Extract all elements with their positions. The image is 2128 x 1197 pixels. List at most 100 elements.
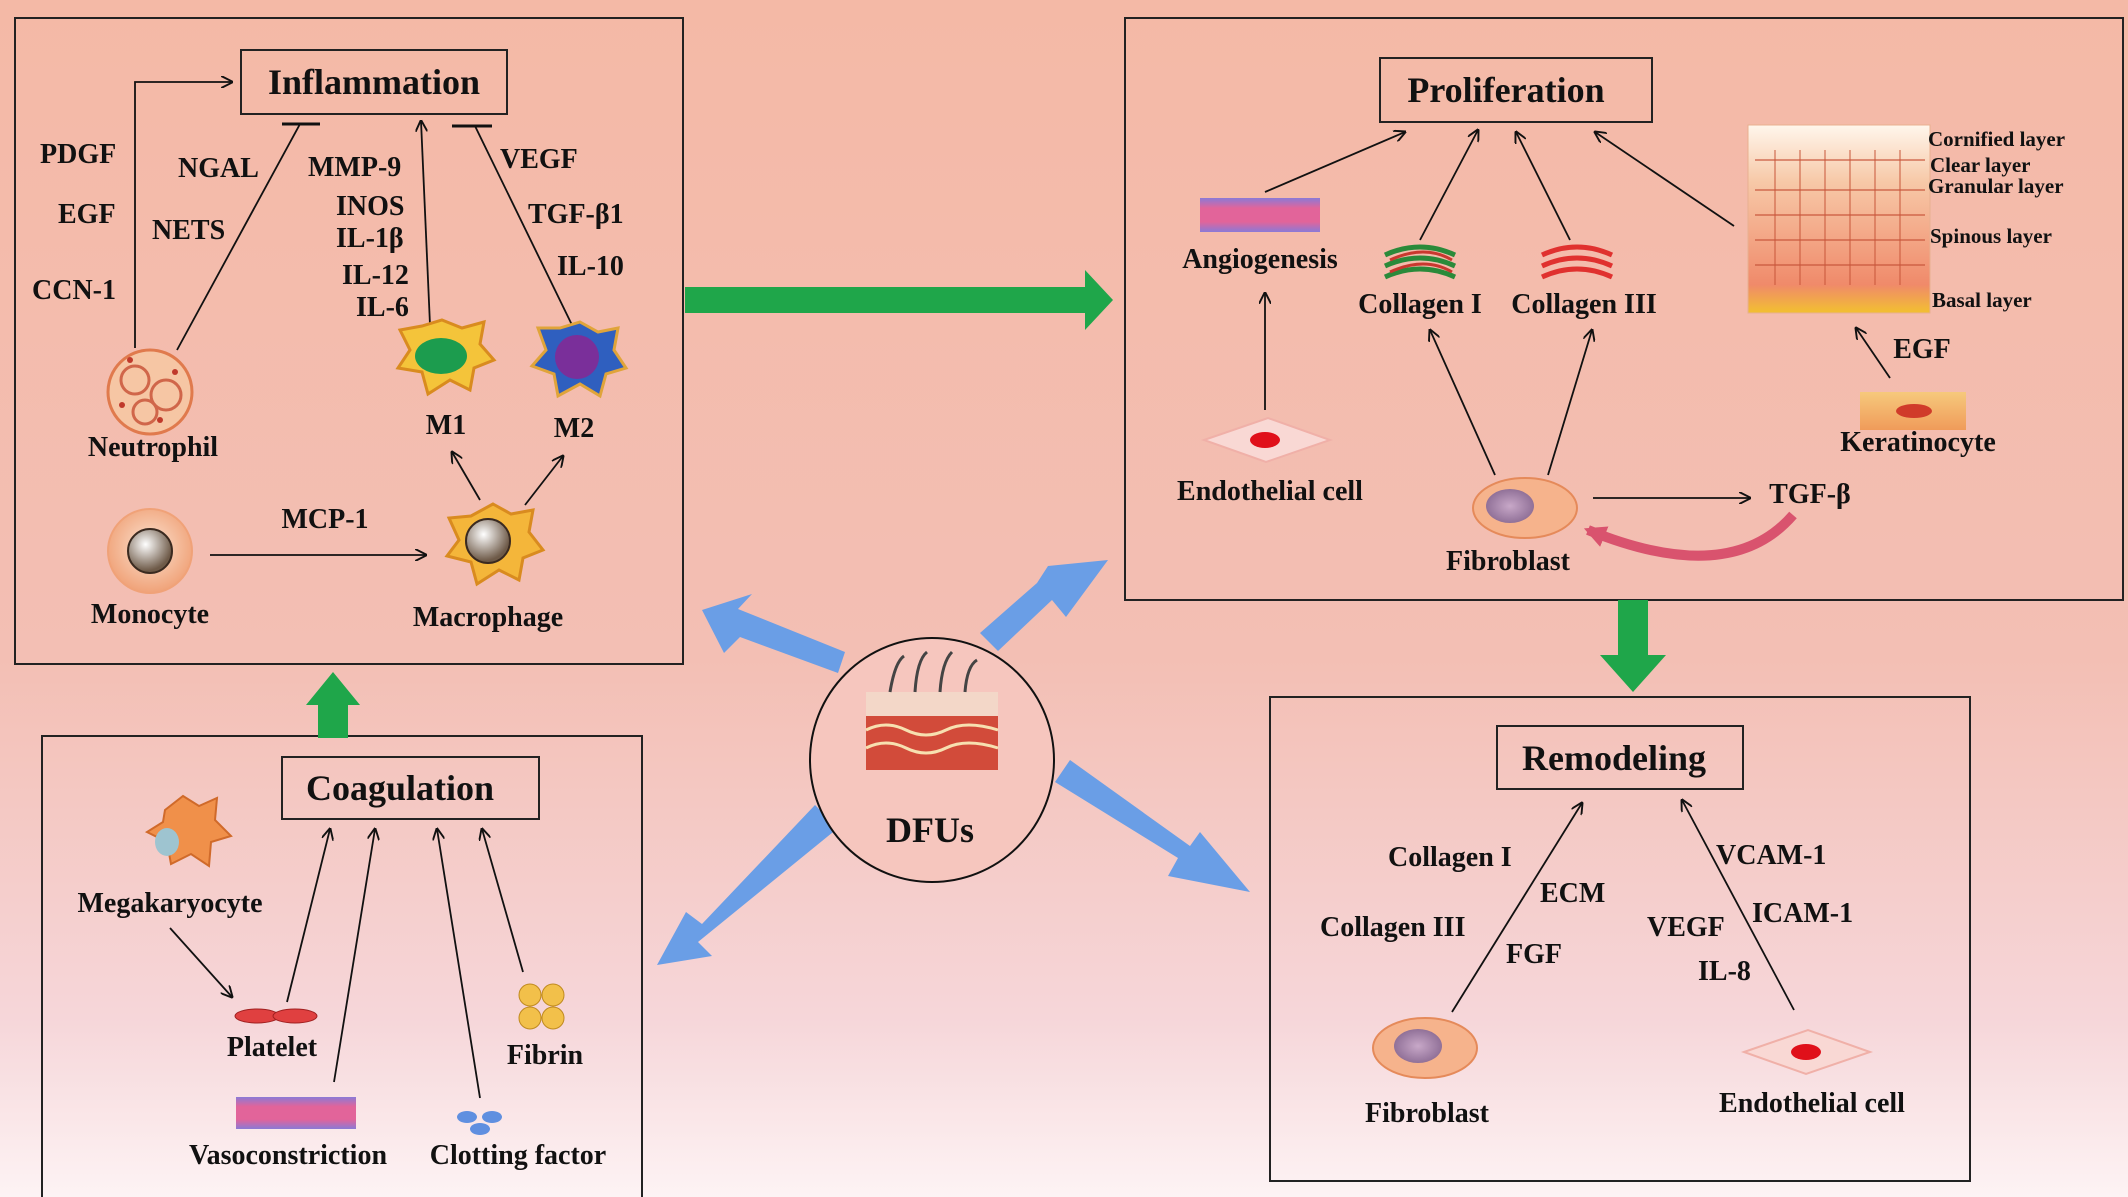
factor-ngal: NGAL	[178, 153, 259, 184]
clotting-factor-label: Clotting factor	[430, 1140, 607, 1171]
remodel-factor-fgf: FGF	[1506, 939, 1562, 970]
arrow-proliferation-to-remodeling	[1600, 600, 1666, 692]
endothelial-label: Endothelial cell	[1177, 476, 1363, 507]
blue-arrow-to-inflammation	[702, 594, 845, 673]
arrow-collagen1-proliferation	[1419, 130, 1478, 241]
factor-il1b: IL-1β	[336, 223, 404, 254]
remodel-fibroblast-icon	[1372, 1017, 1478, 1079]
factor-nets: NETS	[152, 215, 225, 246]
arrow-neutrophil-inflammation	[134, 82, 232, 348]
arrow-fibroblast-remodeling	[1451, 803, 1582, 1013]
keratinocyte-label: Keratinocyte	[1840, 427, 1996, 458]
factor-egf: EGF	[58, 199, 116, 230]
blue-arrow-to-proliferation	[980, 560, 1108, 651]
factor-il10: IL-10	[557, 251, 624, 282]
coagulation-title-box	[281, 756, 540, 820]
platelet-icon	[234, 1008, 318, 1024]
proliferation-title-box	[1379, 57, 1653, 123]
arrow-skin-proliferation	[1595, 132, 1735, 227]
tgfb-label: TGF-β	[1769, 479, 1851, 510]
blue-arrow-to-remodeling	[1055, 760, 1250, 892]
remodel-factor-il8: IL-8	[1698, 956, 1751, 987]
m1-label: M1	[426, 410, 466, 441]
factor-vegf: VEGF	[500, 144, 578, 175]
collagen1-label: Collagen I	[1358, 289, 1482, 320]
inflammation-title-box	[240, 49, 508, 115]
remodel-factor-vcam1: VCAM-1	[1716, 840, 1826, 871]
arrow-m1-inflammation	[421, 121, 431, 326]
arrow-angiogenesis-proliferation	[1264, 132, 1405, 193]
neutrophil-label: Neutrophil	[88, 432, 218, 463]
inhibit-line-nets	[176, 123, 301, 351]
endothelial-cell-icon	[1200, 416, 1334, 464]
fibrin-icon	[518, 983, 565, 1030]
skin-layer-cornified: Cornified layer	[1928, 127, 2065, 151]
remodel-fibroblast-label: Fibroblast	[1365, 1098, 1490, 1129]
skin-layers-icon	[1747, 124, 1931, 314]
egf-label: EGF	[1893, 334, 1951, 365]
arrow-vasoconstriction-coagulation	[333, 829, 375, 1083]
arrow-endothelial-remodeling	[1682, 800, 1795, 1011]
arrow-platelet-coagulation	[286, 829, 330, 1003]
arrow-megakaryocyte-platelet	[169, 927, 232, 997]
macrophage-cell-icon	[444, 502, 546, 587]
factor-mmp9: MMP-9	[308, 152, 401, 183]
factor-pdgf: PDGF	[40, 139, 116, 170]
neutrophil-cell-icon	[106, 348, 194, 436]
factor-inos: INOS	[336, 191, 404, 222]
clotting-factor-icon	[457, 1111, 502, 1135]
proliferation-title: Proliferation	[1407, 70, 1604, 110]
angiogenesis-label: Angiogenesis	[1182, 244, 1338, 275]
vasoconstriction-label: Vasoconstriction	[189, 1140, 388, 1171]
arrow-keratinocyte-skin	[1856, 328, 1891, 379]
arrow-clotting-coagulation	[437, 829, 481, 1099]
macrophage-label: Macrophage	[413, 602, 563, 633]
arrow-macrophage-m2	[524, 456, 563, 506]
remodel-factor-ecm: ECM	[1540, 878, 1605, 909]
collagen1-icon	[1383, 244, 1457, 280]
remodeling-title-box	[1496, 725, 1744, 790]
megakaryocyte-label: Megakaryocyte	[77, 888, 262, 919]
m2-label: M2	[554, 413, 594, 444]
remodel-factor-vegf: VEGF	[1647, 912, 1725, 943]
factor-il12: IL-12	[342, 260, 409, 291]
angiogenesis-vessel-icon	[1200, 198, 1320, 232]
monocyte-cell-icon	[107, 508, 193, 594]
arrow-macrophage-m1	[452, 452, 481, 501]
mcp1-label: MCP-1	[281, 504, 368, 535]
remodel-factor-collagen3: Collagen III	[1320, 912, 1465, 943]
inflammation-panel	[14, 17, 684, 665]
megakaryocyte-cell-icon	[144, 794, 233, 868]
inflammation-title: Inflammation	[268, 62, 480, 102]
arrow-coagulation-to-inflammation	[306, 672, 360, 738]
blue-arrow-to-coagulation	[657, 805, 838, 965]
skin-layer-basal: Basal layer	[1932, 288, 2032, 312]
skin-layer-clear: Clear layer	[1930, 153, 2031, 177]
keratinocyte-cell-icon	[1860, 392, 1966, 430]
factor-ccn1: CCN-1	[32, 275, 116, 306]
feedback-arrow-tgfb-fibroblast	[1583, 511, 1797, 561]
remodel-factor-collagen1: Collagen I	[1388, 842, 1512, 873]
monocyte-label: Monocyte	[91, 599, 209, 630]
arrow-fibroblast-collagen1	[1430, 330, 1496, 476]
vasoconstriction-vessel-icon	[236, 1097, 356, 1129]
fibrin-label: Fibrin	[507, 1040, 584, 1071]
skin-wound-icon	[865, 650, 999, 770]
inhibit-line-m2	[474, 125, 573, 326]
platelet-label: Platelet	[227, 1032, 318, 1063]
skin-layer-granular: Granular layer	[1928, 174, 2064, 198]
dfu-label: DFUs	[886, 810, 974, 850]
arrow-inflammation-to-proliferation	[685, 270, 1113, 330]
collagen3-icon	[1540, 244, 1614, 280]
skin-layer-spinous: Spinous layer	[1930, 224, 2052, 248]
fibroblast-cell-icon	[1472, 477, 1578, 539]
remodel-factor-icam1: ICAM-1	[1752, 898, 1853, 929]
factor-il6: IL-6	[356, 292, 409, 323]
remodel-endothelial-icon	[1740, 1028, 1874, 1076]
remodel-endothelial-label: Endothelial cell	[1719, 1088, 1905, 1119]
coagulation-title: Coagulation	[306, 768, 494, 808]
arrow-fibroblast-collagen3	[1547, 330, 1592, 476]
m1-macrophage-icon	[395, 318, 497, 397]
